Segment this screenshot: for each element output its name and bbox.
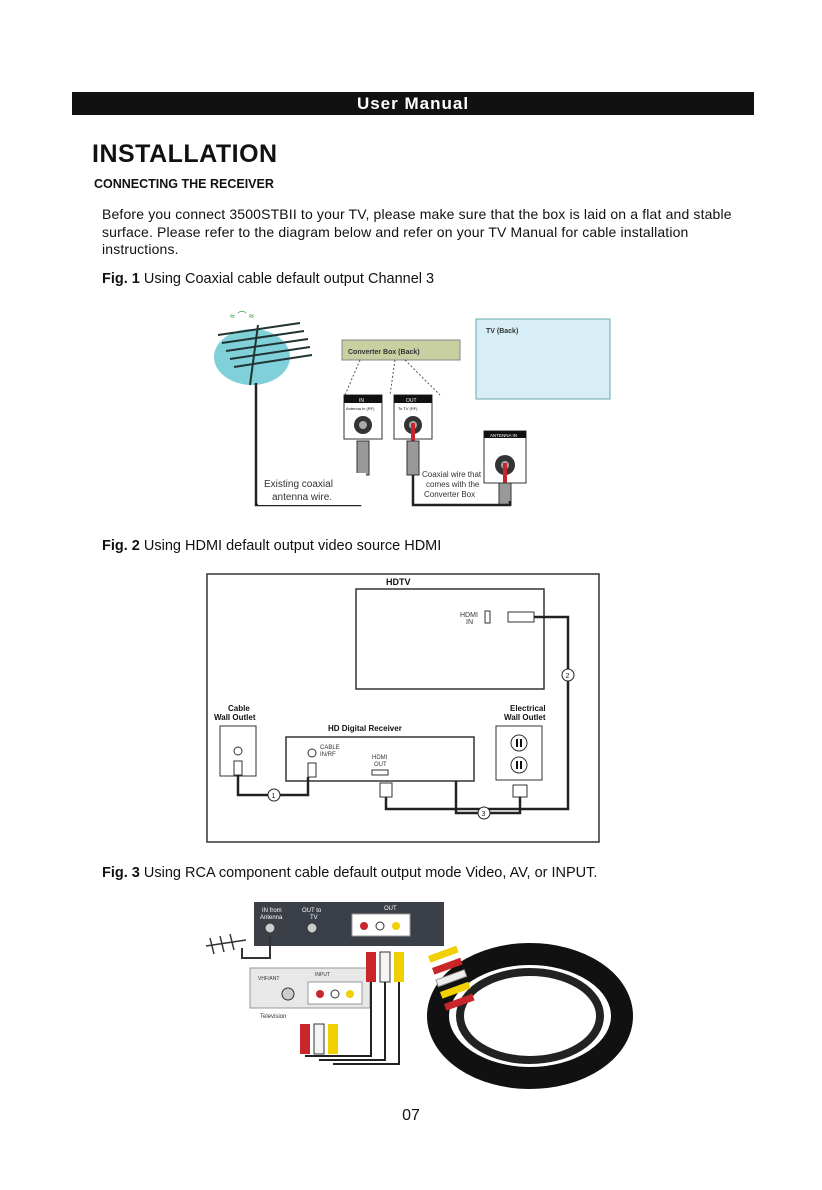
red-plug-icon [366,952,376,982]
yellow-jack-icon [346,990,354,998]
hdmi-plug-icon [379,782,393,798]
antenna-icon: ≈ ⌒ ≈ [214,311,313,386]
coax-plug-icon [356,440,370,476]
coax-jack-icon [281,987,295,1001]
antenna-label: Antenna [260,915,283,921]
figure-2-caption: Fig. 2 Using HDMI default output video s… [102,538,441,554]
step-1-badge [267,788,281,802]
page-number: 07 [402,1107,420,1124]
figure-2-text: Using HDMI default output video source H… [143,538,442,554]
electrical-label-1: Electrical [510,704,546,713]
power-socket-icon [510,756,528,774]
red-plug-icon [300,1024,310,1054]
step-3-badge [477,806,491,820]
coaxial-cable [411,475,512,507]
in-from-label: IN from [262,908,282,914]
intro-paragraph: Before you connect 3500STBII to your TV,… [102,206,732,257]
white-jack-icon [330,989,340,999]
out-label: OUT [384,906,397,912]
cable-in-port-icon [307,748,317,758]
white-jack-icon [375,921,385,931]
out-to-label: OUT to [302,908,322,914]
figure-2-label: Fig. 2 [102,538,140,554]
hdtv-label: HDTV [386,577,411,587]
antenna-icon [205,933,247,955]
white-plug-icon [313,1023,325,1055]
step-1-number: 1 [272,793,276,800]
hdmi-out-port-icon [371,769,389,776]
hdmi-plug-icon [507,611,535,623]
figure-3-label: Fig. 3 [102,865,140,881]
tv-back [475,318,611,400]
converter-box [341,339,461,361]
yellow-jack-icon [392,922,400,930]
hdmi-cable [384,615,570,811]
coax-jack-icon [264,922,276,934]
hdmi-out-label-1: HDMI [372,755,388,761]
cable-wall-label-2: Wall Outlet [214,713,256,722]
figure-1-label: Fig. 1 [102,271,140,287]
red-jack-icon [316,990,324,998]
section-subheading: CONNECTING THE RECEIVER [94,177,274,191]
receiver-back-panel [254,902,444,946]
step-3-number: 3 [482,811,486,818]
coax-wire-label-2: comes with the [426,480,480,489]
power-plug-icon [512,784,528,798]
hdmi-out-label-2: OUT [374,762,387,768]
figure-3-text: Using RCA component cable default output… [143,865,598,881]
cable-in-label-2: IN/RF [320,752,336,758]
rca-cable-coil-image [427,943,633,1089]
figure-1-diagram: ≈ ⌒ ≈ Converter Box (Back) IN Antenna In… [214,311,611,507]
hdtv [355,588,545,690]
existing-label-box [258,473,366,505]
in-sub-label: Antenna In (RF) [346,406,375,411]
tv-back-label: TV (Back) [486,328,518,335]
coax-jack-icon [306,922,318,934]
yellow-plug-icon [328,1024,338,1054]
step-2-badge [561,668,575,682]
section-title: INSTALLATION [92,140,278,168]
red-jack-icon [360,922,368,930]
figure-3-caption: Fig. 3 Using RCA component cable default… [102,865,597,881]
coax-plug-icon [406,440,420,476]
cable-wall-label-1: Cable [228,704,250,713]
vhf-label: VHF/ANT [258,976,279,982]
figure-1-caption: Fig. 1 Using Coaxial cable default outpu… [102,271,434,287]
cable-in-label-1: CABLE [320,745,340,751]
out-label: OUT [406,398,417,404]
figure-3-diagram: IN from Antenna OUT to TV OUT VHF/ANT IN… [205,902,633,1089]
in-label: IN [359,398,364,404]
step-2-number: 2 [566,673,570,680]
figure-2-diagram: HDTV HDMI IN 2 Cable Wall Outlet HD Digi… [206,573,600,843]
hdmi-in-label-1: HDMI [460,612,478,619]
converter-box-label: Converter Box (Back) [348,349,420,356]
white-plug-icon [379,951,391,983]
hdmi-in-label-2: IN [466,619,473,626]
existing-cable-label-2: antenna wire. [272,492,332,503]
input-label: INPUT [315,972,330,978]
existing-cable-label-1: Existing coaxial [264,479,333,490]
svg-text:≈ ⌒ ≈: ≈ ⌒ ≈ [230,311,254,321]
coax-wire-label-1: Coaxial wire that [422,470,482,479]
yellow-plug-icon [394,952,404,982]
header-banner: User Manual [72,92,754,115]
out-sub-label: To TV (RF) [398,406,418,411]
coax-outlet-icon [233,746,243,756]
power-socket-icon [510,734,528,752]
electrical-label-2: Wall Outlet [504,713,546,722]
tv-label: TV [310,915,318,921]
coax-wire-label-3: Converter Box [424,490,475,499]
receiver-label: HD Digital Receiver [328,724,402,733]
antenna-cable [241,936,271,959]
television-label: Television [260,1014,286,1020]
antenna-in-label: ANTENNA IN [490,433,517,438]
figure-1-text: Using Coaxial cable default output Chann… [143,271,435,287]
hdmi-port-icon [484,610,491,624]
